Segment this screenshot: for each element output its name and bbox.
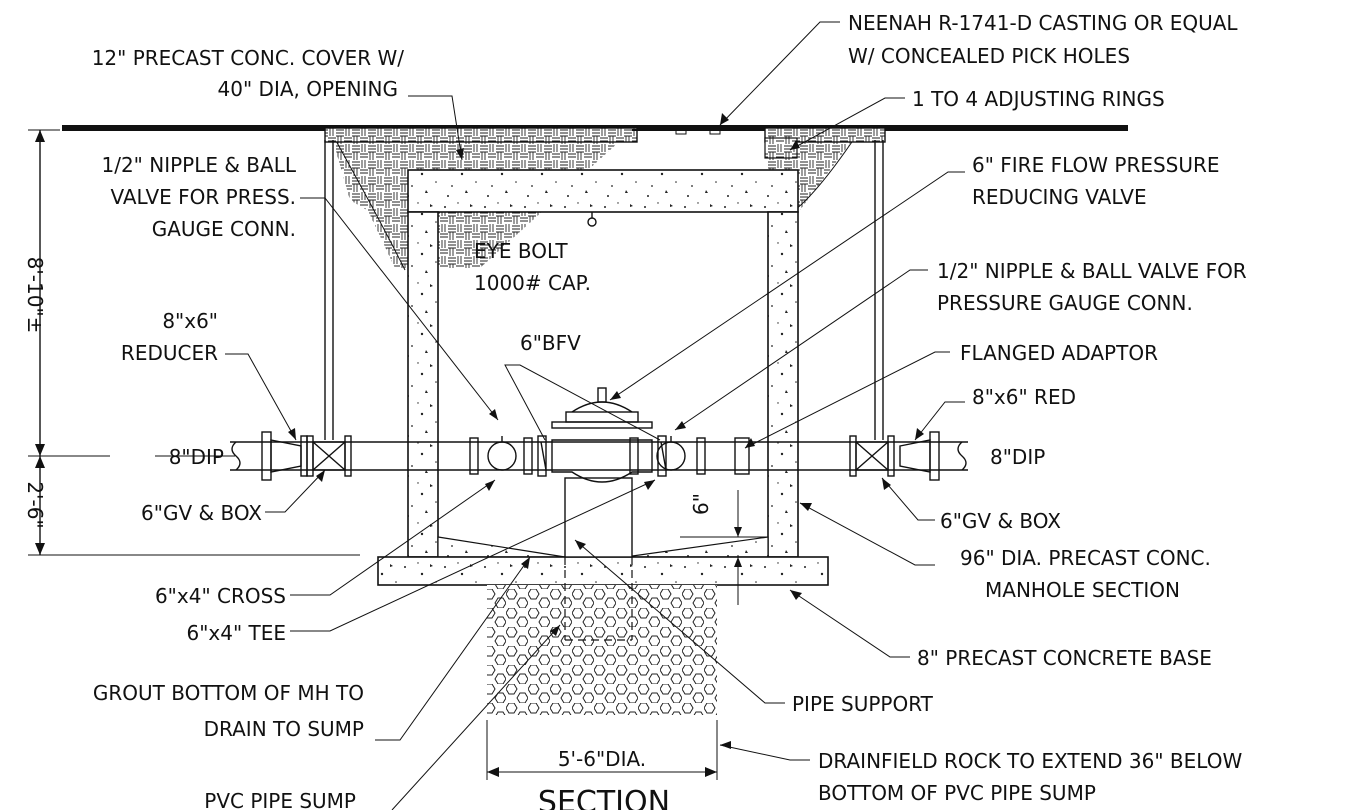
label-nipple-left-2: VALVE FOR PRESS.: [110, 185, 296, 209]
drainfield-rock: [487, 585, 717, 715]
precast-base: [377, 556, 829, 586]
label-pipe-support: PIPE SUPPORT: [792, 692, 934, 716]
label-manhole-2: MANHOLE SECTION: [985, 578, 1180, 602]
label-dim-six: 6": [689, 493, 713, 515]
ball-valve-left-icon: [487, 441, 517, 471]
section-title: SECTION: [538, 785, 670, 810]
label-casting-2: W/ CONCEALED PICK HOLES: [848, 44, 1130, 68]
label-nipple-left-1: 1/2" NIPPLE & BALL: [101, 153, 296, 177]
label-casting-1: NEENAH R-1741-D CASTING OR EQUAL: [848, 11, 1238, 35]
label-dim-bottom: 2'-6": [23, 481, 47, 528]
label-grout-2: DRAIN TO SUMP: [204, 717, 364, 741]
label-drainfield-1: DRAINFIELD ROCK TO EXTEND 36" BELOW: [818, 749, 1242, 773]
label-gv-left: 6"GV & BOX: [141, 501, 262, 525]
label-grout-1: GROUT BOTTOM OF MH TO: [93, 681, 364, 705]
label-eyebolt-2: 1000# CAP.: [474, 271, 591, 295]
precast-cover: [407, 169, 799, 213]
label-manhole-1: 96" DIA. PRECAST CONC.: [960, 546, 1211, 570]
label-dip-right: 8"DIP: [990, 445, 1045, 469]
label-nipple-right-1: 1/2" NIPPLE & BALL VALVE FOR: [937, 259, 1247, 283]
label-prv-2: REDUCING VALVE: [972, 185, 1147, 209]
pressure-reducing-valve: [551, 439, 653, 483]
label-flanged-adaptor: FLANGED ADAPTOR: [960, 341, 1158, 365]
manhole-wall-right: [767, 211, 799, 558]
label-gv-right: 6"GV & BOX: [940, 509, 1061, 533]
manhole-wall-left: [407, 211, 439, 558]
eye-bolt-icon: [587, 217, 597, 227]
label-dim-top: 8'-10"±: [23, 257, 47, 334]
pipe-support: [564, 477, 633, 558]
label-base: 8" PRECAST CONCRETE BASE: [917, 646, 1212, 670]
label-eyebolt-1: EYE BOLT: [474, 239, 568, 263]
label-reducer-left-1: 8"x6": [162, 309, 218, 333]
label-rings: 1 TO 4 ADJUSTING RINGS: [912, 87, 1165, 111]
label-cover-1: 12" PRECAST CONC. COVER W/: [92, 46, 405, 70]
label-tee: 6"x4" TEE: [186, 621, 286, 645]
label-bfv: 6"BFV: [520, 331, 581, 355]
label-cross: 6"x4" CROSS: [155, 584, 286, 608]
label-drainfield-2: BOTTOM OF PVC PIPE SUMP: [818, 781, 1096, 805]
label-cover-2: 40" DIA, OPENING: [218, 77, 398, 101]
label-dip-left: 8"DIP: [169, 445, 224, 469]
label-dim-sump: 5'-6"DIA.: [558, 747, 646, 771]
label-reducer-left-2: REDUCER: [121, 341, 218, 365]
label-nipple-right-2: PRESSURE GAUGE CONN.: [937, 291, 1193, 315]
label-prv-1: 6" FIRE FLOW PRESSURE: [972, 153, 1220, 177]
label-pvc-sump: PVC PIPE SUMP: [204, 789, 356, 810]
flanged-adaptor: [734, 437, 750, 475]
ball-valve-right-icon: [656, 441, 686, 471]
label-nipple-left-3: GAUGE CONN.: [152, 217, 296, 241]
label-reducer-right: 8"x6" RED: [972, 385, 1076, 409]
